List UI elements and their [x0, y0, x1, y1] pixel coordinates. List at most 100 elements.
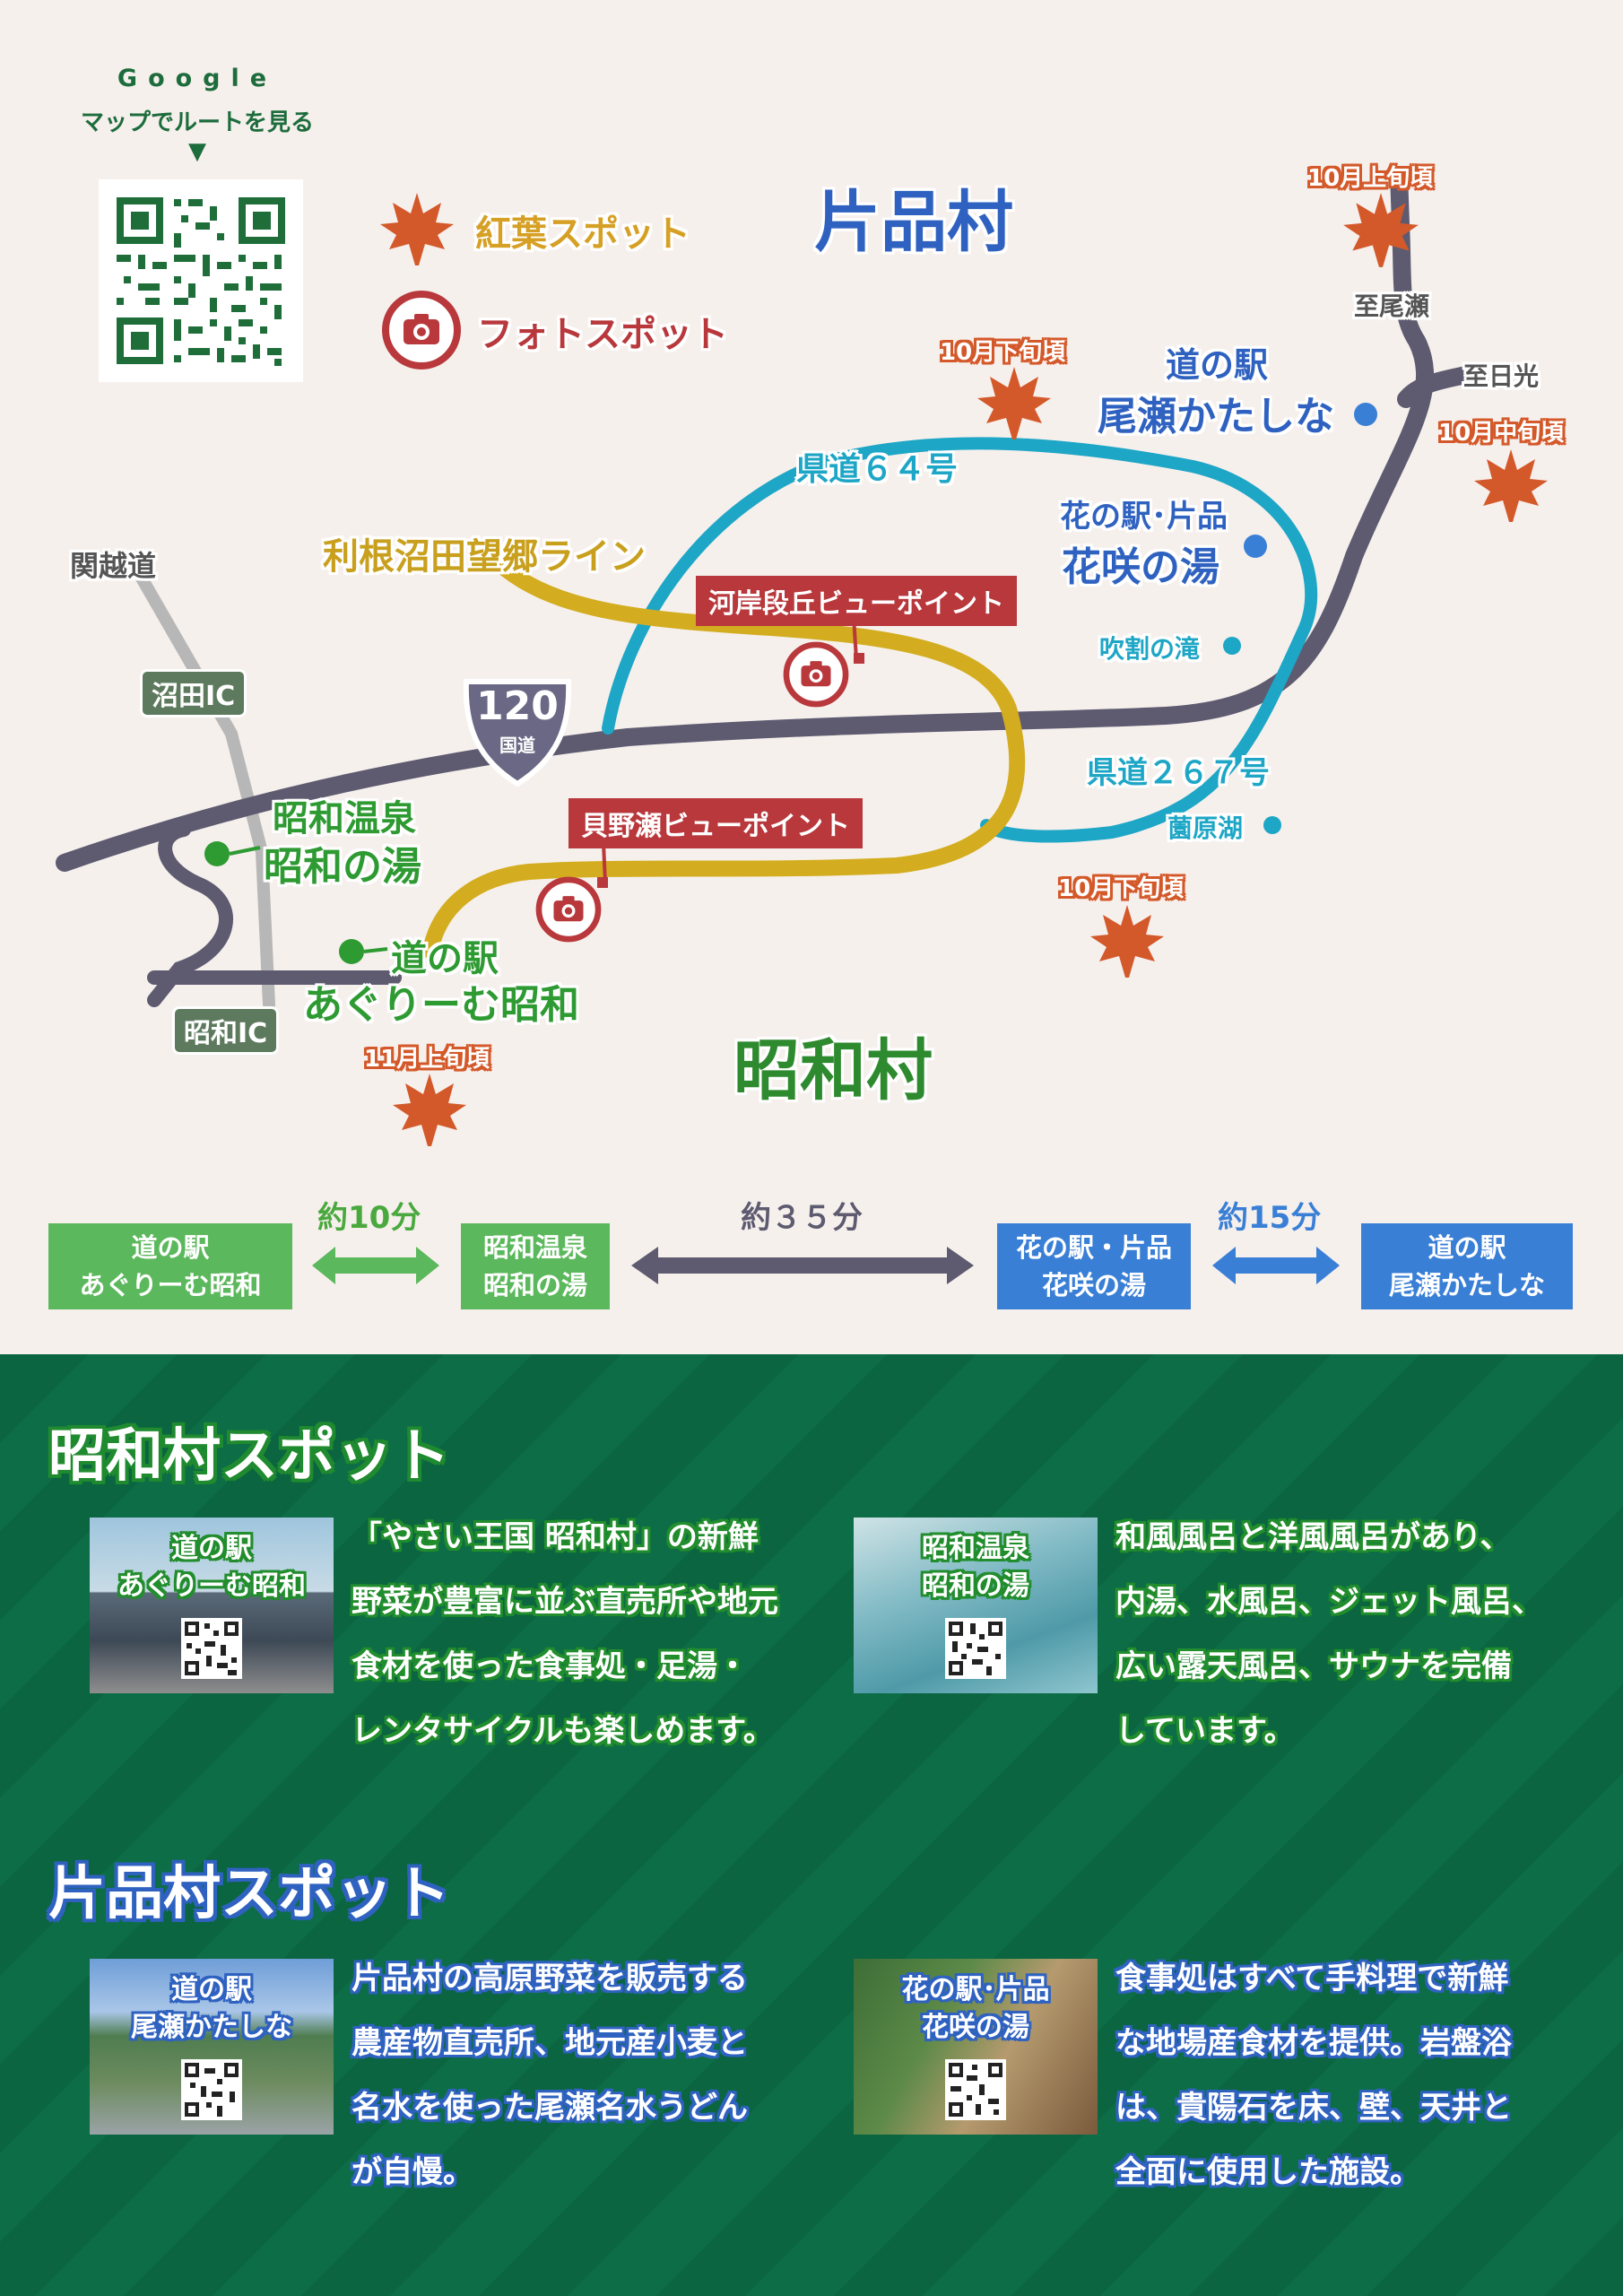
showa-yu-desc-line: 広い露天風呂、サウナを完備	[1115, 1648, 1512, 1684]
oze-thumb-caption-1: 道の駅	[171, 1974, 252, 2005]
spots-section: 昭和村スポット 道の駅 あぐりーむ昭和 「やさい王国 昭和村」の新鮮 野菜が豊富…	[0, 1354, 1623, 2296]
autumn-time-late-oct-1: 10月下旬頃	[940, 339, 1066, 366]
maple-leaf-icon	[977, 367, 1051, 439]
travel-box-showa-yu: 昭和温泉 昭和の湯	[461, 1223, 610, 1309]
google-map-qr-code[interactable]	[99, 179, 303, 382]
showa-yu-qr-code[interactable]	[945, 1618, 1006, 1679]
katashina-region-label: 片品村	[814, 184, 1013, 261]
to-nikko-label: 至日光	[1463, 361, 1540, 391]
camera-icon	[382, 291, 461, 370]
travel-time-2: 約３５分	[741, 1200, 863, 1236]
aguri-dot	[339, 939, 364, 964]
google-label: Google	[117, 65, 278, 92]
hanasaki-desc-line: 全面に使用した施設。	[1115, 2154, 1420, 2190]
travel-box-aguri: 道の駅 あぐりーむ昭和	[48, 1223, 292, 1309]
maple-leaf-icon	[1090, 905, 1164, 978]
oze-thumbnail[interactable]: 道の駅 尾瀬かたしな	[90, 1959, 334, 2135]
pref-267-label: 県道２６７号	[1087, 755, 1270, 791]
showa-yu-desc-line: 和風風呂と洋風風呂があり、	[1115, 1519, 1511, 1555]
hanasaki-desc-line: は、貴陽石を床、壁、天井と	[1115, 2090, 1512, 2126]
travel-box-oze-line1: 道の駅	[1428, 1232, 1506, 1263]
katashina-spots-title: 片品村スポット	[48, 1861, 450, 1927]
hanasaki-thumbnail[interactable]: 花の駅･片品 花咲の湯	[854, 1959, 1098, 2135]
aguri-thumbnail[interactable]: 道の駅 あぐりーむ昭和	[90, 1518, 334, 1693]
aguri-label-2: あぐりーむ昭和	[303, 982, 579, 1028]
travel-box-showa-yu-line1: 昭和温泉	[482, 1232, 587, 1263]
hanasaki-thumb-caption-1: 花の駅･片品	[901, 1974, 1050, 2005]
pref-road-loop	[602, 437, 1318, 843]
autumn-time-late-oct-2: 10月下旬頃	[1058, 875, 1185, 902]
camera-icon	[783, 641, 849, 708]
showa-yu-thumbnail[interactable]: 昭和温泉 昭和の湯	[854, 1518, 1098, 1693]
showa-yu-desc-line: 内湯、水風呂、ジェット風呂、	[1115, 1584, 1542, 1620]
hanasaki-qr-code[interactable]	[945, 2059, 1006, 2120]
pref-64-label: 県道６４号	[796, 451, 959, 488]
showa-yu-desc-line: しています。	[1115, 1713, 1295, 1749]
hanasaki-description: 食事処はすべて手料理で新鮮 な地場産食材を提供。岩盤浴 は、貴陽石を床、壁、天井…	[1115, 1946, 1512, 2205]
oze-desc-line: 名水を使った尾瀬名水うどん	[352, 2090, 748, 2126]
kagan-viewpoint-label: 河岸段丘ビューポイント	[696, 576, 1017, 626]
aguri-desc-line: 食材を使った食事処・足湯・	[352, 1648, 748, 1684]
travel-time-3: 約15分	[1218, 1200, 1322, 1236]
aguri-thumb-caption-2: あぐりーむ昭和	[117, 1570, 306, 1602]
google-route-label: マップでルートを見る	[80, 109, 314, 136]
travel-time-1: 約10分	[317, 1200, 421, 1236]
showa-onsen-dot	[204, 841, 230, 866]
hanasaki-thumb-caption-2: 花咲の湯	[922, 2012, 1029, 2043]
showa-ic-label: 昭和IC	[172, 1006, 280, 1055]
numata-ic-label: 沼田IC	[140, 669, 247, 718]
maple-leaf-icon	[380, 193, 454, 265]
route-map: 120 国道 Google マップでルートを見る ▼	[48, 65, 1573, 1309]
fukiware-dot	[1223, 637, 1241, 655]
camera-icon	[535, 876, 602, 943]
travel-box-oze-line2: 尾瀬かたしな	[1388, 1270, 1545, 1300]
maple-leaf-icon	[1474, 449, 1548, 522]
double-arrow-green-icon	[312, 1247, 439, 1284]
aguri-desc-line: レンタサイクルも楽しめます。	[352, 1713, 774, 1749]
oze-station-label-1: 道の駅	[1166, 345, 1269, 385]
travel-box-oze: 道の駅 尾瀬かたしな	[1361, 1223, 1573, 1309]
legend-autumn-label: 紅葉スポット	[475, 213, 690, 255]
aguri-qr-code[interactable]	[181, 1618, 242, 1679]
maple-leaf-icon	[393, 1074, 466, 1146]
sugenuma-label: 薗原湖	[1167, 813, 1244, 843]
travel-box-aguri-line2: あぐりーむ昭和	[79, 1270, 262, 1300]
tone-line-label: 利根沼田望郷ライン	[323, 536, 646, 578]
hanasaki-dot	[1244, 535, 1267, 558]
maple-leaf-icon	[1343, 193, 1419, 267]
showa-region-label: 昭和村	[733, 1032, 933, 1109]
legend-photo-label: フォトスポット	[477, 314, 728, 355]
travel-box-hanasaki-line1: 花の駅・片品	[1015, 1232, 1172, 1263]
aguri-label-1: 道の駅	[391, 938, 499, 979]
hanasaki-label-1: 花の駅･片品	[1060, 499, 1228, 535]
route-120-shield	[463, 679, 572, 787]
hanasaki-desc-line: な地場産食材を提供。岩盤浴	[1115, 2025, 1512, 2061]
sugenuma-dot	[1263, 816, 1281, 834]
oze-desc-line: 農産物直売所、地元産小麦と	[352, 2025, 748, 2061]
double-arrow-grey-icon	[631, 1247, 974, 1284]
route-120-number: 120	[476, 683, 559, 729]
kanetsu-expressway	[124, 552, 275, 1011]
aguri-thumb-caption-1: 道の駅	[171, 1533, 252, 1564]
showa-onsen-label-2: 昭和の湯	[264, 844, 421, 890]
oze-station-dot	[1354, 403, 1377, 426]
oze-station-label-2: 尾瀬かたしな	[1098, 394, 1334, 439]
down-arrow-icon: ▼	[188, 138, 206, 165]
oze-qr-code[interactable]	[181, 2059, 242, 2120]
showa-onsen-label-1: 昭和温泉	[273, 798, 416, 839]
travel-box-aguri-line1: 道の駅	[131, 1232, 210, 1263]
kanetsu-label: 関越道	[70, 549, 157, 583]
oze-description: 片品村の高原野菜を販売する 農産物直売所、地元産小麦と 名水を使った尾瀬名水うど…	[352, 1946, 748, 2205]
oze-desc-line: 片品村の高原野菜を販売する	[352, 1961, 748, 1996]
route-120-road	[56, 166, 1434, 872]
showa-yu-description: 和風風呂と洋風風呂があり、 内湯、水風呂、ジェット風呂、 広い露天風呂、サウナを…	[1115, 1505, 1542, 1763]
oze-thumb-caption-2: 尾瀬かたしな	[131, 2012, 292, 2043]
aguri-desc-line: 「やさい王国 昭和村」の新鮮	[352, 1519, 759, 1555]
aguri-desc-line: 野菜が豊富に並ぶ直売所や地元	[352, 1584, 778, 1620]
showa-spots-title: 昭和村スポット	[48, 1423, 450, 1490]
travel-box-hanasaki-line2: 花咲の湯	[1041, 1270, 1146, 1300]
autumn-time-early-nov: 11月上旬頃	[364, 1046, 490, 1073]
autumn-time-mid-oct: 10月中旬頃	[1438, 420, 1565, 447]
kaino-viewpoint-label: 貝野瀬ビューポイント	[568, 798, 863, 848]
route-120-sub: 国道	[499, 735, 535, 756]
